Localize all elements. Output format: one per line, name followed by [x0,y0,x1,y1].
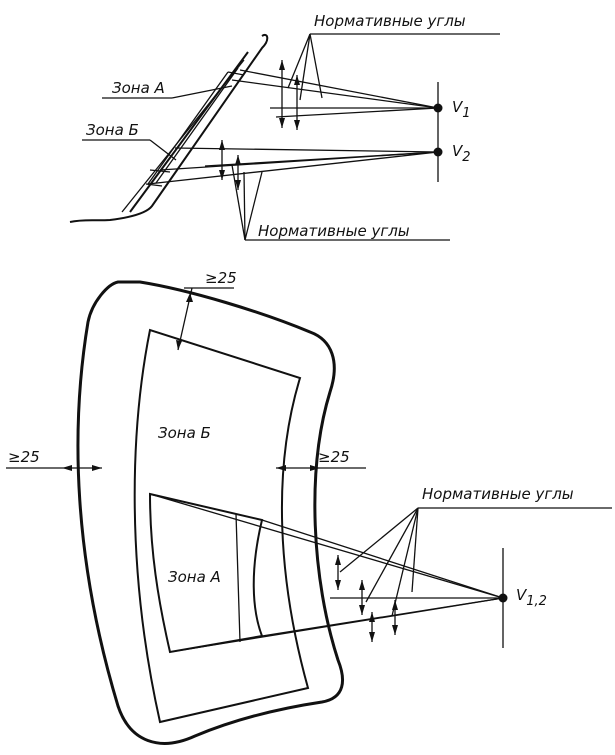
v2-label: V2 [452,142,471,165]
v1-label: V1 [452,98,471,121]
top-angles-label: Нормативные углы [314,12,466,30]
zone-b-outline [133,328,310,724]
windshield-outer-outline [76,280,345,745]
dim-right-label: ≥25 [318,448,350,466]
front-view: ≥25 ≥25 ≥25 Зона Б Зона А Нормативные уг… [6,269,612,745]
top-angles-label-bottom: Нормативные углы [258,222,410,240]
bottom-zone-a-label: Зона А [168,568,221,586]
dim-left-label: ≥25 [8,448,40,466]
bottom-angles-label: Нормативные углы [422,485,574,503]
top-zone-a-label: Зона А [112,79,165,97]
side-view: Нормативные углы Зона А Зона Б V1 V2 Нор… [69,12,500,241]
windshield-side-outline [69,34,269,223]
v12-label: V1,2 [516,586,547,609]
top-zone-b-label: Зона Б [86,121,139,139]
bottom-zone-b-label: Зона Б [158,424,211,442]
windshield-side-inner [129,51,249,213]
dim-top-label: ≥25 [205,269,237,287]
